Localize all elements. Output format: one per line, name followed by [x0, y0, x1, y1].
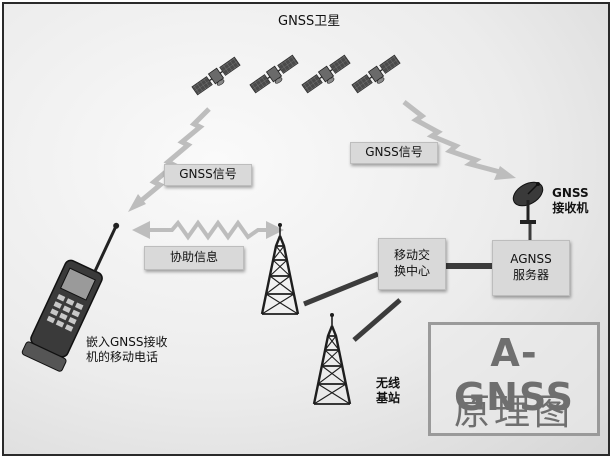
- assist-arrow-right: [266, 221, 284, 239]
- signal-path-satellite-to-phone: [140, 107, 211, 202]
- gnss-receiver-label-line1: GNSS: [552, 186, 589, 200]
- signal-arrow-to-phone: [128, 194, 146, 212]
- diagram-title-box: A-GNSS 原理图: [428, 322, 600, 436]
- diagram-title-line2: 原理图: [453, 392, 574, 433]
- signal-label-left: GNSS信号: [164, 164, 252, 186]
- diagram-canvas: [21, 53, 544, 406]
- satellite-dish-icon: [512, 181, 544, 224]
- signal-path-satellite-to-receiver: [402, 100, 501, 175]
- signal-arrow-to-receiver: [494, 166, 516, 180]
- satellite-icon: [300, 53, 354, 98]
- link-tower1-to-msc: [303, 271, 379, 307]
- satellite-icon: [350, 53, 404, 98]
- base-station-label-line1: 无线: [376, 376, 401, 390]
- base-station-label: 无线 基站: [376, 376, 400, 406]
- base-station-label-line2: 基站: [376, 391, 401, 405]
- link-tower2-to-msc: [352, 298, 402, 342]
- diagram-frame: GNSS卫星 GNSS信号 GNSS信号 协助信息 嵌入GNSS接收 机的移动电…: [2, 2, 610, 456]
- phone-caption: 嵌入GNSS接收 机的移动电话: [86, 335, 168, 365]
- assist-arrow-left: [132, 221, 150, 239]
- phone-caption-line1: 嵌入GNSS接收: [86, 335, 168, 349]
- msc-label-line2: 换中心: [393, 264, 430, 278]
- gnss-receiver-label: GNSS 接收机: [552, 186, 589, 216]
- agnss-server-label-line2: 服务器: [512, 268, 549, 282]
- mobile-phone-icon: [21, 222, 120, 372]
- satellite-icon: [190, 55, 244, 100]
- phone-caption-line2: 机的移动电话: [86, 350, 159, 364]
- gnss-receiver-label-line2: 接收机: [552, 201, 589, 215]
- agnss-server-label-line1: AGNSS: [510, 252, 552, 267]
- satellites-label: GNSS卫星: [278, 14, 341, 29]
- base-station-tower-icon: [312, 311, 352, 406]
- assist-info-label: 协助信息: [144, 246, 244, 270]
- msc-label-line1: 移动交: [393, 248, 430, 263]
- mobile-switching-center: 移动交 换中心: [378, 238, 446, 290]
- assist-info-signal: [150, 219, 266, 241]
- satellite-icon: [248, 53, 302, 98]
- diagram-title-line1: A-GNSS: [453, 331, 575, 419]
- agnss-server: AGNSS 服务器: [492, 240, 570, 296]
- signal-label-right: GNSS信号: [350, 142, 438, 164]
